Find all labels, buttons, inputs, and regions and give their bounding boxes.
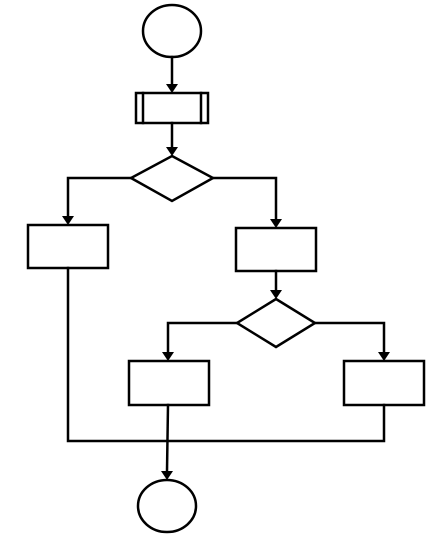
connector-decision1-to-right (211, 176, 278, 221)
predefined-process-box (134, 91, 210, 125)
decision-diamond-2 (234, 297, 318, 349)
connector-merge-outer (66, 266, 386, 443)
connector-decision2-to-bottom-right (313, 321, 386, 354)
arrowhead-icon (166, 147, 178, 156)
arrowhead-icon (270, 219, 282, 228)
process-box-bottom-left (127, 359, 211, 407)
arrowhead-icon (62, 216, 74, 225)
process-box-bottom-right (342, 359, 426, 407)
arrowhead-icon (378, 352, 390, 361)
process-box-right (234, 226, 318, 273)
start-terminator (141, 3, 203, 59)
decision-diamond-1 (128, 154, 216, 203)
connector-decision2-to-bottom-left (166, 321, 239, 354)
arrowhead-icon (270, 290, 282, 299)
connector-decision1-to-left (66, 176, 133, 218)
connector-merge-to-end (165, 403, 170, 473)
arrowhead-icon (161, 471, 173, 480)
arrowhead-icon (166, 84, 178, 93)
process-box-left (26, 223, 110, 270)
end-terminator (136, 478, 198, 534)
arrowhead-icon (162, 352, 174, 361)
